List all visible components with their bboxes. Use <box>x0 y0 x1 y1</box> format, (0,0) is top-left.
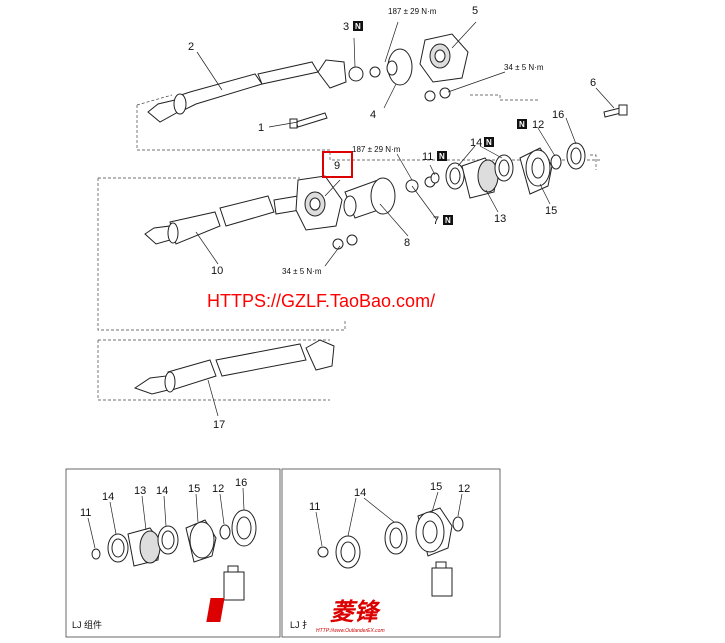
flange-8 <box>343 177 396 219</box>
kit-left-callout-14a: 14 <box>102 491 114 503</box>
bolt-6 <box>603 104 628 118</box>
propeller-shaft-front <box>147 59 347 123</box>
housing-15 <box>519 147 553 195</box>
svg-text:N: N <box>519 120 525 129</box>
kit-right-callouts: 11 14 15 12 <box>309 481 470 513</box>
kit-left-callout-13: 13 <box>134 485 146 497</box>
kit-left-callout-14b: 14 <box>156 485 168 497</box>
joint-13 <box>461 157 499 199</box>
kit-right-callout-14: 14 <box>354 487 366 499</box>
new-part-markers: N N N N N <box>353 21 527 225</box>
kit-box-right: LJ 扌 <box>281 468 501 638</box>
kit-right-callout-12: 12 <box>458 483 470 495</box>
callout-5: 5 <box>472 5 478 17</box>
callout-14: 14 <box>470 137 482 149</box>
new-part-marker-7: N <box>443 215 453 225</box>
center-bearing-5 <box>419 33 469 83</box>
small-nuts-mid <box>332 234 358 250</box>
boot-ring-14-b <box>494 154 514 182</box>
nut-3 <box>348 66 381 82</box>
kit-left-callout-15: 15 <box>188 483 200 495</box>
kit-left-title: LJ 组件 <box>72 619 102 630</box>
kit-left-callout-12: 12 <box>212 483 224 495</box>
callout-7: 7 <box>433 215 439 227</box>
kit-right-callout-15: 15 <box>430 481 442 493</box>
torque-top-main: 187 ± 29 N·m <box>388 7 437 16</box>
torque-labels: 187 ± 29 N·m 34 ± 5 N·m 187 ± 29 N·m 34 … <box>282 7 544 276</box>
propeller-shaft-rear <box>144 195 301 245</box>
top-assembly <box>136 21 628 161</box>
kit-box-left: LJ 组件 <box>65 468 281 638</box>
svg-text:N: N <box>355 22 361 31</box>
callout-11: 11 <box>422 151 433 163</box>
callout-16: 16 <box>552 109 564 121</box>
callout-15: 15 <box>545 205 557 217</box>
new-part-marker-3: N <box>353 21 363 31</box>
flange-4 <box>386 48 413 86</box>
bolt-1 <box>289 112 328 129</box>
svg-text:N: N <box>439 152 445 161</box>
callout-6: 6 <box>590 77 596 89</box>
middle-assembly <box>97 117 597 331</box>
torque-mid-main: 187 ± 29 N·m <box>352 145 401 154</box>
center-bearing-9 <box>295 175 343 231</box>
callout-9-highlight <box>322 151 353 178</box>
callout-9: 9 <box>334 160 340 172</box>
kit-left-callout-11: 11 <box>80 507 91 519</box>
new-part-marker-11: N <box>437 151 447 161</box>
brand-logo: 菱锋 HTTP://www.OutlanderEX.com <box>206 598 385 634</box>
callout-17: 17 <box>213 419 225 431</box>
propeller-shaft-17 <box>133 339 335 395</box>
gasket-16 <box>566 142 586 170</box>
callout-1: 1 <box>258 122 264 134</box>
torque-top-small: 34 ± 5 N·m <box>504 63 544 72</box>
callout-13: 13 <box>494 213 506 225</box>
callout-4: 4 <box>370 109 376 121</box>
callout-3: 3 <box>343 21 349 33</box>
logo-text: 菱锋 <box>330 599 381 626</box>
svg-text:N: N <box>445 216 451 225</box>
callout-2: 2 <box>188 41 194 53</box>
callout-numbers: 2 1 3 4 5 6 7 8 10 11 12 13 14 15 16 17 … <box>188 5 596 431</box>
ring-12 <box>550 154 562 170</box>
bottom-assembly <box>97 339 335 417</box>
new-part-marker-12: N <box>517 119 527 129</box>
kit-left-callout-16: 16 <box>235 477 247 489</box>
callout-8: 8 <box>404 237 410 249</box>
callout-12: 12 <box>532 119 544 131</box>
new-part-marker-14: N <box>484 137 494 147</box>
svg-text:N: N <box>486 138 492 147</box>
small-nuts-top <box>424 87 451 102</box>
logo-url: HTTP://www.OutlanderEX.com <box>316 628 385 634</box>
kit-right-title: LJ 扌 <box>290 619 311 630</box>
kit-right-callout-11: 11 <box>309 501 320 513</box>
boot-ring-14-a <box>445 162 465 190</box>
torque-mid-small: 34 ± 5 N·m <box>282 267 322 276</box>
callout-10: 10 <box>211 265 223 277</box>
kit-left-callouts: 11 14 13 14 15 12 16 <box>80 477 247 519</box>
watermark-text: HTTPS://GZLF.TaoBao.com/ <box>207 291 435 311</box>
circlip-11 <box>430 172 440 184</box>
